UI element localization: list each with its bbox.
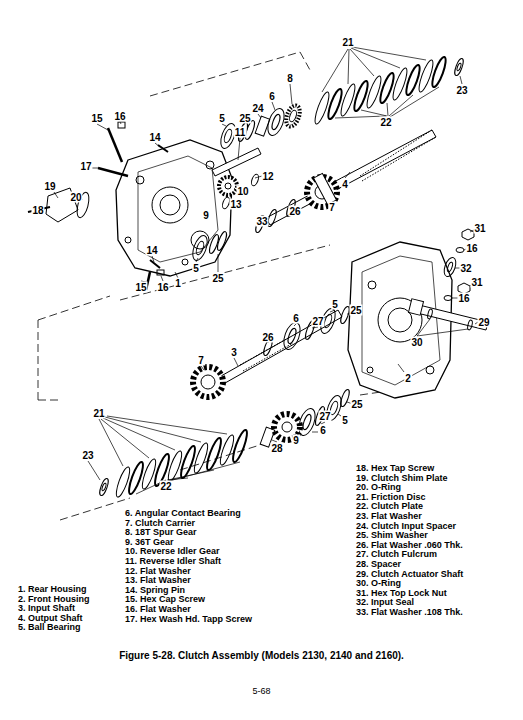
part-list-item: 9. 36T Gear [125,537,174,547]
part-list-item: 11. Reverse Idler Shaft [125,556,221,566]
part-list-item: 1. Rear Housing [18,584,87,594]
callout-number: 1 [174,278,182,289]
part-list-item: 32. Input Seal [356,597,414,607]
callout-number: 21 [92,408,105,419]
callout-number: 14 [145,245,158,256]
callout-number: 6 [292,313,300,324]
callout-number: 26 [288,206,301,217]
part-list-item: 7. Clutch Carrier [125,518,195,528]
part-list-item: 8. 18T Spur Gear [125,527,197,537]
callout-number: 15 [134,282,147,293]
callout-number: 3 [230,347,238,358]
callout-number: 22 [159,481,172,492]
callout-number: 31 [470,277,483,288]
callout-number: 19 [43,181,56,192]
callout-number: 13 [229,199,242,210]
callout-number: 7 [197,355,205,366]
part-list-item: 24. Clutch Input Spacer [356,521,456,531]
callout-number: 5 [331,299,339,310]
part-list-item: 23. Flat Washer [356,511,422,521]
callout-number: 30 [410,337,423,348]
callout-number: 4 [341,179,349,190]
part-list-item: 22. Clutch Plate [356,501,423,511]
callout-number: 2 [404,373,412,384]
part-list-item: 13. Flat Washer [125,575,191,585]
part-list-item: 19. Clutch Shim Plate [356,473,448,483]
part-list-item: 10. Reverse Idler Gear [125,546,220,556]
callout-number: 26 [261,332,274,343]
part-list-item: 14. Spring Pin [125,585,185,595]
callout-number: 25 [350,399,363,410]
callout-number: 29 [477,317,490,328]
callout-number: 5 [192,263,200,274]
callout-number: 25 [211,273,224,284]
figure-caption: Figure 5-28. Clutch Assembly (Models 213… [0,650,523,662]
callout-number: 5 [341,415,349,426]
callout-number: 27 [318,411,331,422]
callout-number: 15 [90,113,103,124]
page-number: 5-68 [0,686,523,696]
part-list-item: 21. Friction Disc [356,492,426,502]
callout-number: 28 [270,443,283,454]
callout-number: 32 [459,263,472,274]
callout-number: 14 [148,132,161,143]
part-list-item: 20. O-Ring [356,482,401,492]
part-list-item: 6. Angular Contact Bearing [125,508,241,518]
part-list-item: 30. O-Ring [356,578,401,588]
callout-number: 10 [236,186,249,197]
callout-number: 5 [218,113,226,124]
callout-number: 16 [113,111,126,122]
part-list-item: 17. Hex Wash Hd. Tapp Screw [125,614,252,624]
part-list-item: 33. Flat Washer .108 Thk. [356,607,463,617]
callout-number: 16 [156,282,169,293]
part-list-item: 31. Hex Top Lock Nut [356,588,447,598]
part-list-item: 29. Clutch Actuator Shaft [356,569,463,579]
part-list-item: 16. Flat Washer [125,604,191,614]
part-list-item: 5. Ball Bearing [18,622,81,632]
callout-number: 6 [268,91,276,102]
callout-number: 25 [349,305,362,316]
callout-number: 21 [341,37,354,48]
part-list-item: 26. Flat Washer .060 Thk. [356,540,463,550]
callout-number: 20 [69,192,82,203]
callout-number: 22 [379,117,392,128]
callout-number: 11 [234,127,247,138]
callout-number: 18 [31,205,44,216]
callout-number: 23 [81,450,94,461]
part-list-item: 27. Clutch Fulcrum [356,549,437,559]
part-list-item: 15. Hex Cap Screw [125,594,205,604]
callout-number: 7 [328,202,336,213]
part-list-item: 3. Input Shaft [18,603,75,613]
callout-number: 8 [286,73,294,84]
callout-number: 24 [251,103,264,114]
callout-number: 16 [465,243,478,254]
part-list-item: 12. Flat Washer [125,566,191,576]
callout-number: 33 [255,216,268,227]
callout-number: 25 [238,113,251,124]
callout-number: 6 [319,425,327,436]
callout-number: 31 [473,223,486,234]
part-list-item: 28. Spacer [356,559,401,569]
callout-number: 23 [455,85,468,96]
callout-number: 17 [79,161,92,172]
part-list-item: 2. Front Housing [18,594,90,604]
part-list-item: 4. Output Shaft [18,613,83,623]
callout-number: 16 [457,293,470,304]
callout-number: 12 [261,171,274,182]
callout-number: 9 [292,435,300,446]
callout-number: 27 [311,316,324,327]
part-list-item: 18. Hex Tap Screw [356,463,434,473]
callout-number: 9 [202,210,210,221]
part-list-item: 25. Shim Washer [356,530,428,540]
